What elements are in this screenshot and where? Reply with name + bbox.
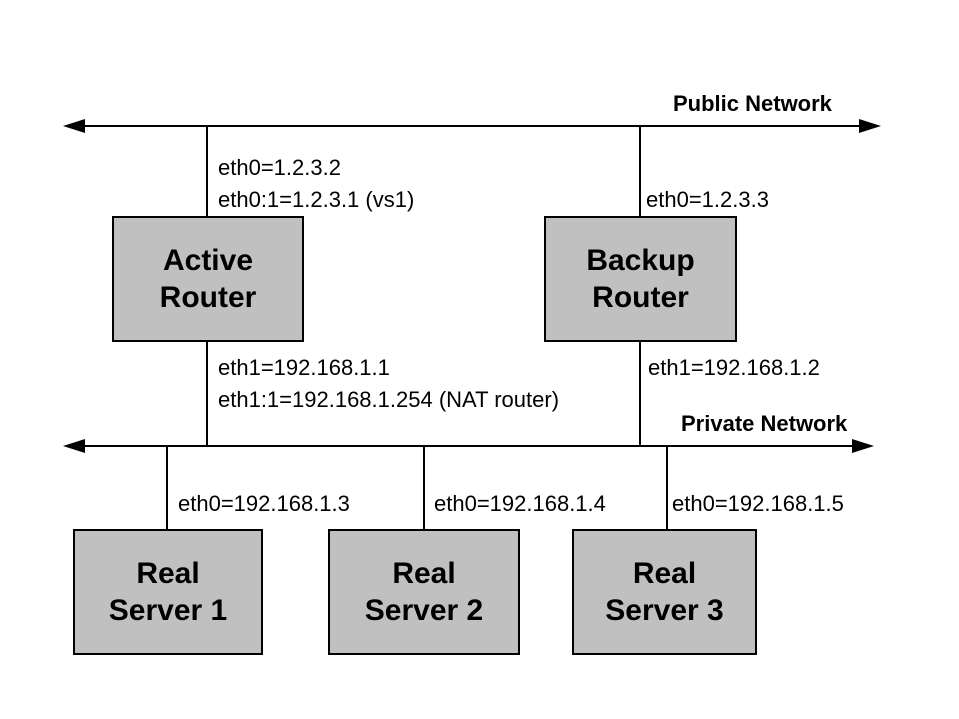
iface-label-active-router-eth1: eth1=192.168.1.1 eth1:1=192.168.1.254 (N…	[218, 355, 560, 412]
iface-label-real-server-1-eth0: eth0=192.168.1.3	[178, 491, 350, 516]
real-server-3-label: Real Server 3	[605, 557, 724, 627]
real-server-2-node: Real Server 2	[328, 529, 520, 655]
public-network-label: Public Network	[673, 91, 832, 116]
connector-active-router-private	[206, 342, 208, 447]
iface-label-backup-router-eth1: eth1=192.168.1.2	[648, 355, 820, 380]
connector-private-real-server-2	[423, 447, 425, 529]
iface-label-real-server-2-eth0: eth0=192.168.1.4	[434, 491, 606, 516]
private-network-label: Private Network	[681, 411, 848, 436]
real-server-1-label: Real Server 1	[108, 557, 228, 627]
iface-label-real-server-3-eth0: eth0=192.168.1.5	[672, 491, 844, 516]
iface-label-active-router-eth0: eth0=1.2.3.2 eth0:1=1.2.3.1 (vs1)	[218, 155, 415, 212]
backup-router-node: Backup Router	[544, 216, 737, 342]
real-server-2-label: Real Server 2	[364, 557, 484, 627]
real-server-3-node: Real Server 3	[572, 529, 757, 655]
private-arrowhead-left-icon	[63, 439, 85, 453]
private-network-line	[78, 445, 854, 447]
private-arrowhead-right-icon	[852, 439, 874, 453]
active-router-node: Active Router	[112, 216, 304, 342]
connector-backup-router-private	[639, 342, 641, 447]
public-arrowhead-left-icon	[63, 119, 85, 133]
backup-router-label: Backup Router	[586, 244, 695, 314]
connector-public-backup-router	[639, 127, 641, 216]
public-network-line	[78, 125, 862, 127]
connector-private-real-server-3	[666, 447, 668, 529]
connector-private-real-server-1	[166, 447, 168, 529]
iface-label-backup-router-eth0: eth0=1.2.3.3	[646, 187, 769, 212]
active-router-label: Active Router	[159, 244, 257, 314]
real-server-1-node: Real Server 1	[73, 529, 263, 655]
public-arrowhead-right-icon	[859, 119, 881, 133]
connector-public-active-router	[206, 127, 208, 216]
